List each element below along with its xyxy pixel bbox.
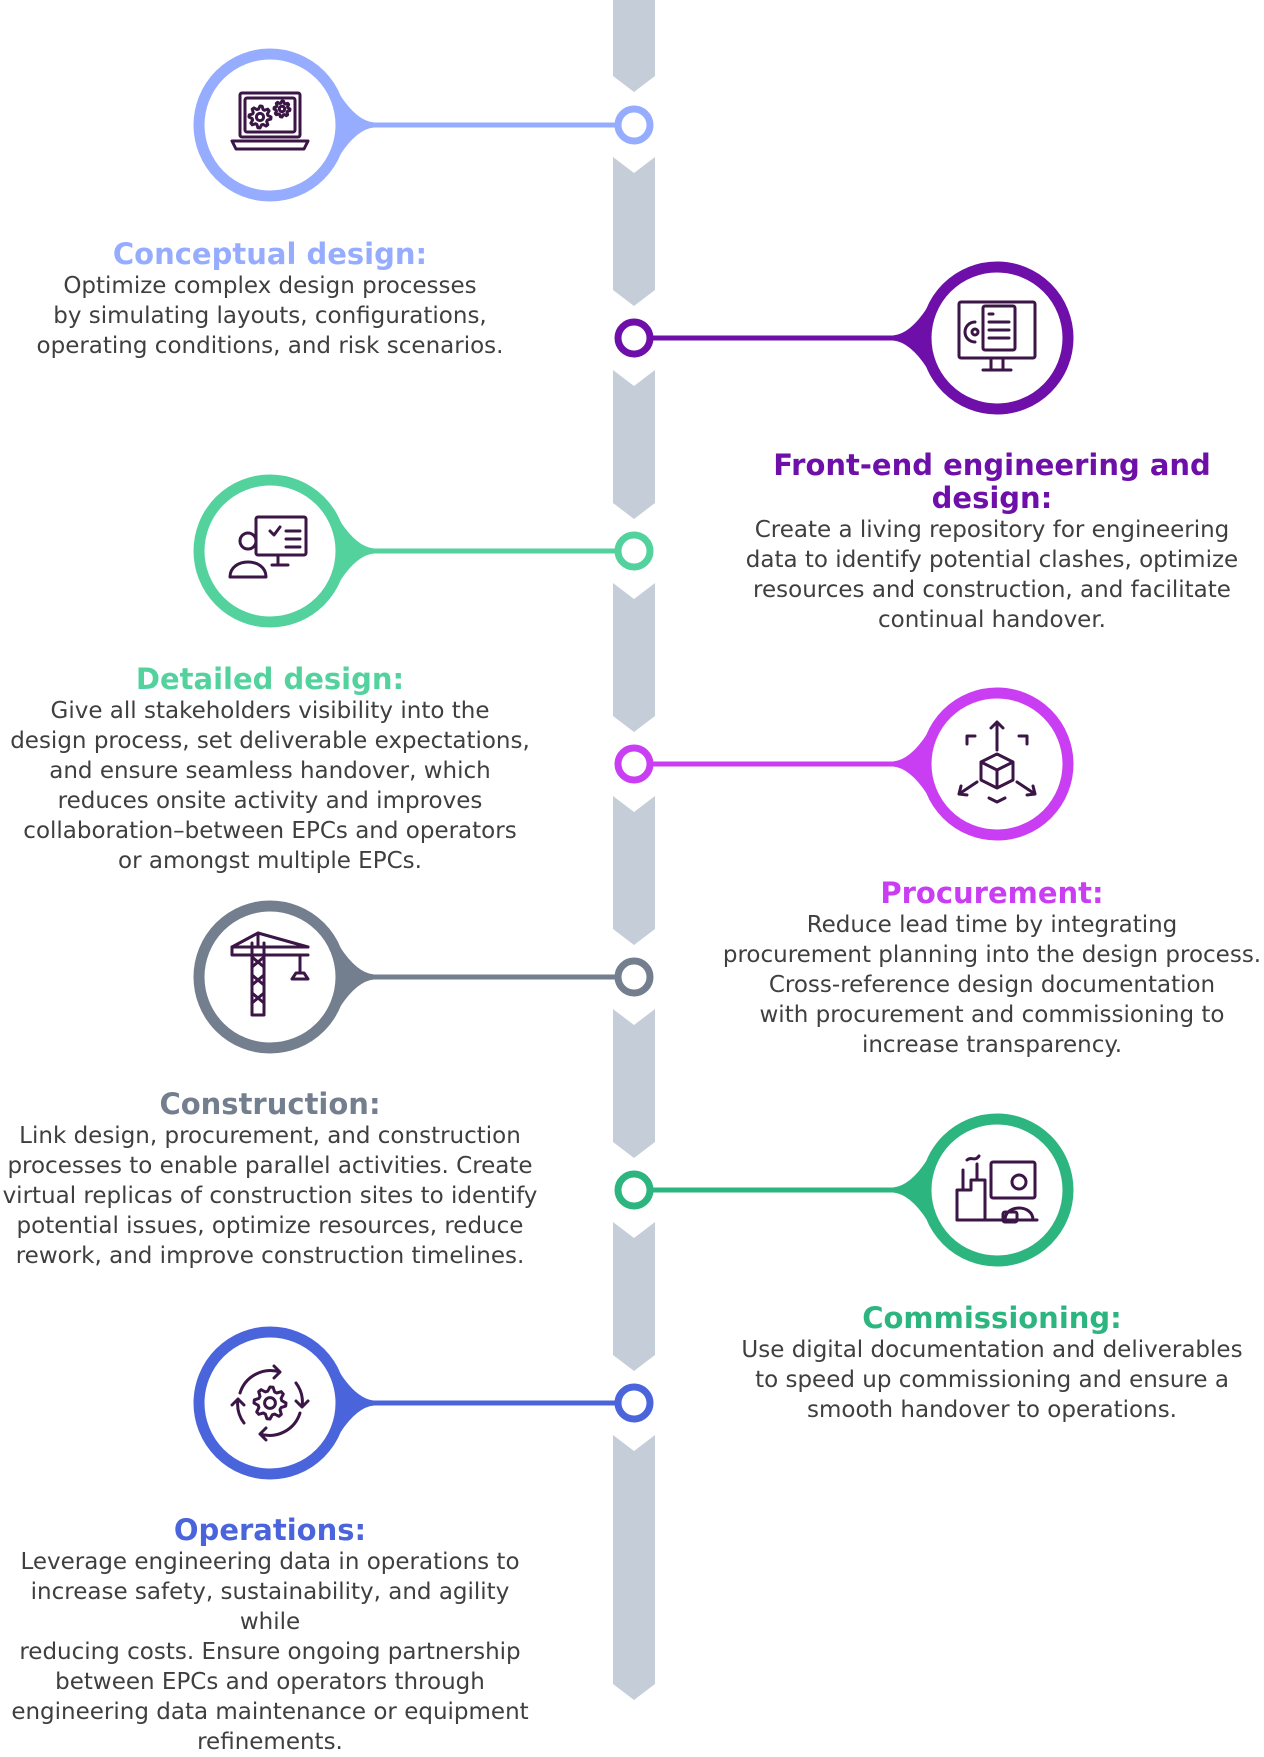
timeline-dot [614,744,654,784]
connector-neck [340,947,374,1007]
stage-title: Conceptual design: [112,237,428,271]
stage-icon-ring [193,48,347,202]
timeline-chevron [613,0,655,92]
connector-neck [893,734,927,794]
stage-node [193,474,654,628]
stage-icon-ring [193,900,347,1054]
stage-node [193,900,654,1054]
timeline-dot [614,1170,654,1210]
connector-neck [893,308,927,368]
stage-node [614,687,1074,841]
timeline-chevron [613,583,655,732]
monitor-document-gear-icon [957,300,1037,372]
stage-description: Create a living repository for engineeri… [745,517,1239,633]
timeline-dot [614,318,654,358]
stage-description: Optimize complex design processes by sim… [36,273,504,359]
cycle-gear-icon [230,1364,310,1442]
timeline-dot [614,1383,654,1423]
stage-node [614,1113,1074,1267]
stage-title: Procurement: [880,876,1104,910]
connector-neck [893,1160,927,1220]
stage-title: Construction: [159,1087,381,1121]
timeline-dot [614,957,654,997]
connector-neck [340,521,374,581]
stage-node [193,48,654,202]
person-presentation-icon [228,515,308,579]
stage-icon-ring [920,1113,1074,1267]
stage-title: Operations: [173,1513,367,1547]
timeline-spine [613,0,655,1700]
timeline-chevron [613,370,655,519]
stage-icon-ring [920,687,1074,841]
laptop-gears-icon [230,91,310,151]
stage-description: Leverage engineering data in operations … [11,1549,529,1755]
stage-node [193,1326,654,1480]
tower-crane-icon [230,931,310,1017]
stage-text-block: Commissioning:Use digital documentation … [720,1302,1264,1425]
stage-description: Give all stakeholders visibility into th… [10,698,530,874]
stage-text-block: Procurement:Reduce lead time by integrat… [720,877,1264,1060]
stage-icon-ring [193,474,347,628]
timeline-chevron [613,1222,655,1371]
connector-neck [340,95,374,155]
stage-text-block: Operations:Leverage engineering data in … [0,1514,540,1757]
stage-title: Detailed design: [135,662,405,696]
stage-text-block: Construction:Link design, procurement, a… [0,1088,540,1271]
stage-text-block: Detailed design:Give all stakeholders vi… [0,663,540,876]
stage-description: Link design, procurement, and constructi… [2,1123,538,1269]
stage-text-block: Front-end engineering and design:Create … [720,449,1264,635]
timeline-chevron [613,796,655,945]
factory-worker-icon [955,1154,1039,1224]
stage-icon-ring [193,1326,347,1480]
stage-node [614,261,1074,415]
timeline-chevron [613,157,655,306]
stage-title: Front-end engineering and design: [773,448,1211,515]
stage-title: Commissioning: [862,1301,1122,1335]
timeline-nodes [193,48,1074,1480]
connector-neck [340,1373,374,1433]
timeline-chevron [613,1435,655,1700]
stage-description: Use digital documentation and deliverabl… [741,1337,1243,1423]
timeline-dot [614,105,654,145]
stage-description: Reduce lead time by integrating procurem… [722,912,1262,1058]
timeline-dot [614,531,654,571]
cube-arrows-icon [957,720,1037,804]
timeline-chevron [613,1009,655,1158]
stage-text-block: Conceptual design:Optimize complex desig… [0,238,540,361]
